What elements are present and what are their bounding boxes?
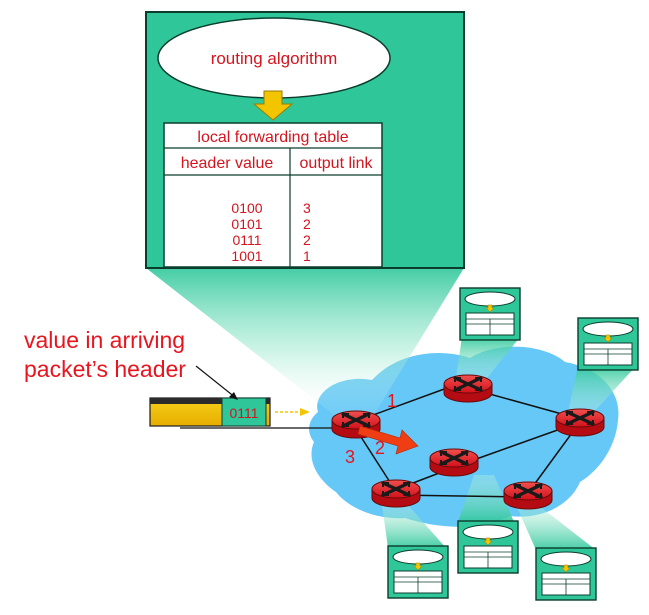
packet-arrow-head <box>300 408 310 416</box>
router-top[interactable] <box>442 373 494 404</box>
mini-beam-bottom-right <box>516 505 596 550</box>
forwarding-table <box>163 122 383 268</box>
row-output-link: 1 <box>303 248 311 264</box>
link-label-1: 1 <box>387 391 397 411</box>
column-header-value: header value <box>181 155 274 172</box>
lookup-beam <box>146 268 464 418</box>
row-output-link: 3 <box>303 200 311 216</box>
mini-table-bottom-mid <box>457 520 519 574</box>
row-output-link: 2 <box>303 232 311 248</box>
annotation-pointer <box>195 365 237 399</box>
yellow-down-arrow <box>252 90 294 121</box>
mini-table-bottom-right <box>535 547 597 601</box>
row-header-value: 1001 <box>231 248 262 264</box>
row-header-value: 0101 <box>231 216 262 232</box>
packet-header-field <box>221 397 267 427</box>
mini-table-right <box>577 317 639 371</box>
router-center[interactable] <box>428 447 480 478</box>
row-output-link: 2 <box>303 216 311 232</box>
forwarding-output-arrow <box>357 425 419 455</box>
table-rows: 0100 3 0101 2 0111 2 1001 1 <box>231 200 311 264</box>
mini-beam-right <box>568 366 636 412</box>
link-label-3: 3 <box>345 447 355 467</box>
router-bottom-right[interactable] <box>502 480 554 511</box>
routing-algorithm-label: routing algorithm <box>211 49 338 68</box>
mini-beam-bottom-left <box>382 505 446 548</box>
annotation-line-1: value in arriving <box>24 327 186 353</box>
packet-header-value: 0111 <box>229 405 258 421</box>
link-label-2: 2 <box>375 438 385 458</box>
mini-table-bottom-left <box>387 545 449 599</box>
row-header-value: 0100 <box>231 200 262 216</box>
mini-table-top <box>459 287 521 341</box>
mini-beam-bottom-mid <box>458 475 514 522</box>
router-right[interactable] <box>554 407 606 438</box>
mini-beam-top <box>456 337 520 378</box>
packet-header-annotation: value in arriving packet’s header <box>24 326 186 384</box>
column-output-link: output link <box>300 155 374 172</box>
packet-top-shade <box>150 398 270 404</box>
router-bottom-left[interactable] <box>370 478 422 509</box>
table-title: local forwarding table <box>197 129 348 146</box>
row-header-value: 0111 <box>232 232 261 248</box>
annotation-line-2: packet’s header <box>24 356 186 382</box>
